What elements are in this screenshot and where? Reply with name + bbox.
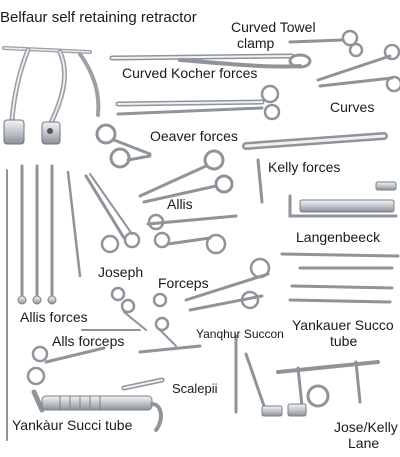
vertical-probes [6, 164, 82, 441]
label-allis-top: Allis [167, 196, 193, 212]
curves-forceps [316, 43, 400, 93]
right-rods [280, 252, 400, 304]
label-curves: Curves [330, 99, 375, 115]
allis-forceps-top [138, 149, 234, 204]
label-allis-forces: Allis forces [20, 309, 88, 325]
oeaver-forceps [95, 123, 152, 169]
belfaur-retractor [2, 46, 101, 145]
label-yankauer-right-1: Yankauer Succo [292, 317, 394, 333]
label-yankauer-right-2: tube [330, 333, 358, 349]
joseph-scissors [84, 173, 141, 254]
label-joseph: Joseph [98, 264, 144, 280]
alls-forceps-lower [26, 329, 141, 386]
label-scalepii: Scalepii [172, 381, 218, 396]
straight-clamp [115, 84, 281, 121]
label-belfaur: Belfaur self retaining retractor [0, 9, 197, 26]
label-forceps: Forceps [158, 275, 209, 291]
label-jose-kelly-1: Jose/Kelly [334, 419, 398, 435]
label-yankaur-bottom: Yankàur Succi tube [12, 417, 133, 433]
label-kelly: Kelly forces [268, 159, 341, 175]
langenbeeck-retractor [288, 181, 398, 218]
label-jose-kelly-2: Lane [348, 435, 380, 451]
jose-kelly-lane-retractor [276, 360, 380, 417]
label-alls-forceps: Alls forceps [52, 333, 125, 349]
label-langenbeeck: Langenbeeck [296, 229, 381, 245]
scalpel [121, 344, 202, 391]
forceps-middle [146, 213, 238, 255]
label-oeaver: Oeaver forces [150, 128, 238, 144]
label-towel-clamp-1: Curved Towel [231, 19, 316, 35]
curved-kocher-forceps [109, 53, 312, 69]
curved-towel-clamp [288, 29, 364, 58]
label-yanqhur: Yanqhur Succon [196, 327, 284, 341]
yanqhur-suction [234, 334, 283, 417]
small-clamps [110, 286, 177, 347]
large-forceps-right [184, 257, 271, 312]
yankaur-suction-tube [31, 389, 163, 432]
kelly-forceps [242, 132, 388, 204]
label-curved-kocher: Curved Kocher forces [122, 65, 258, 81]
label-towel-clamp-2: clamp [237, 35, 275, 51]
